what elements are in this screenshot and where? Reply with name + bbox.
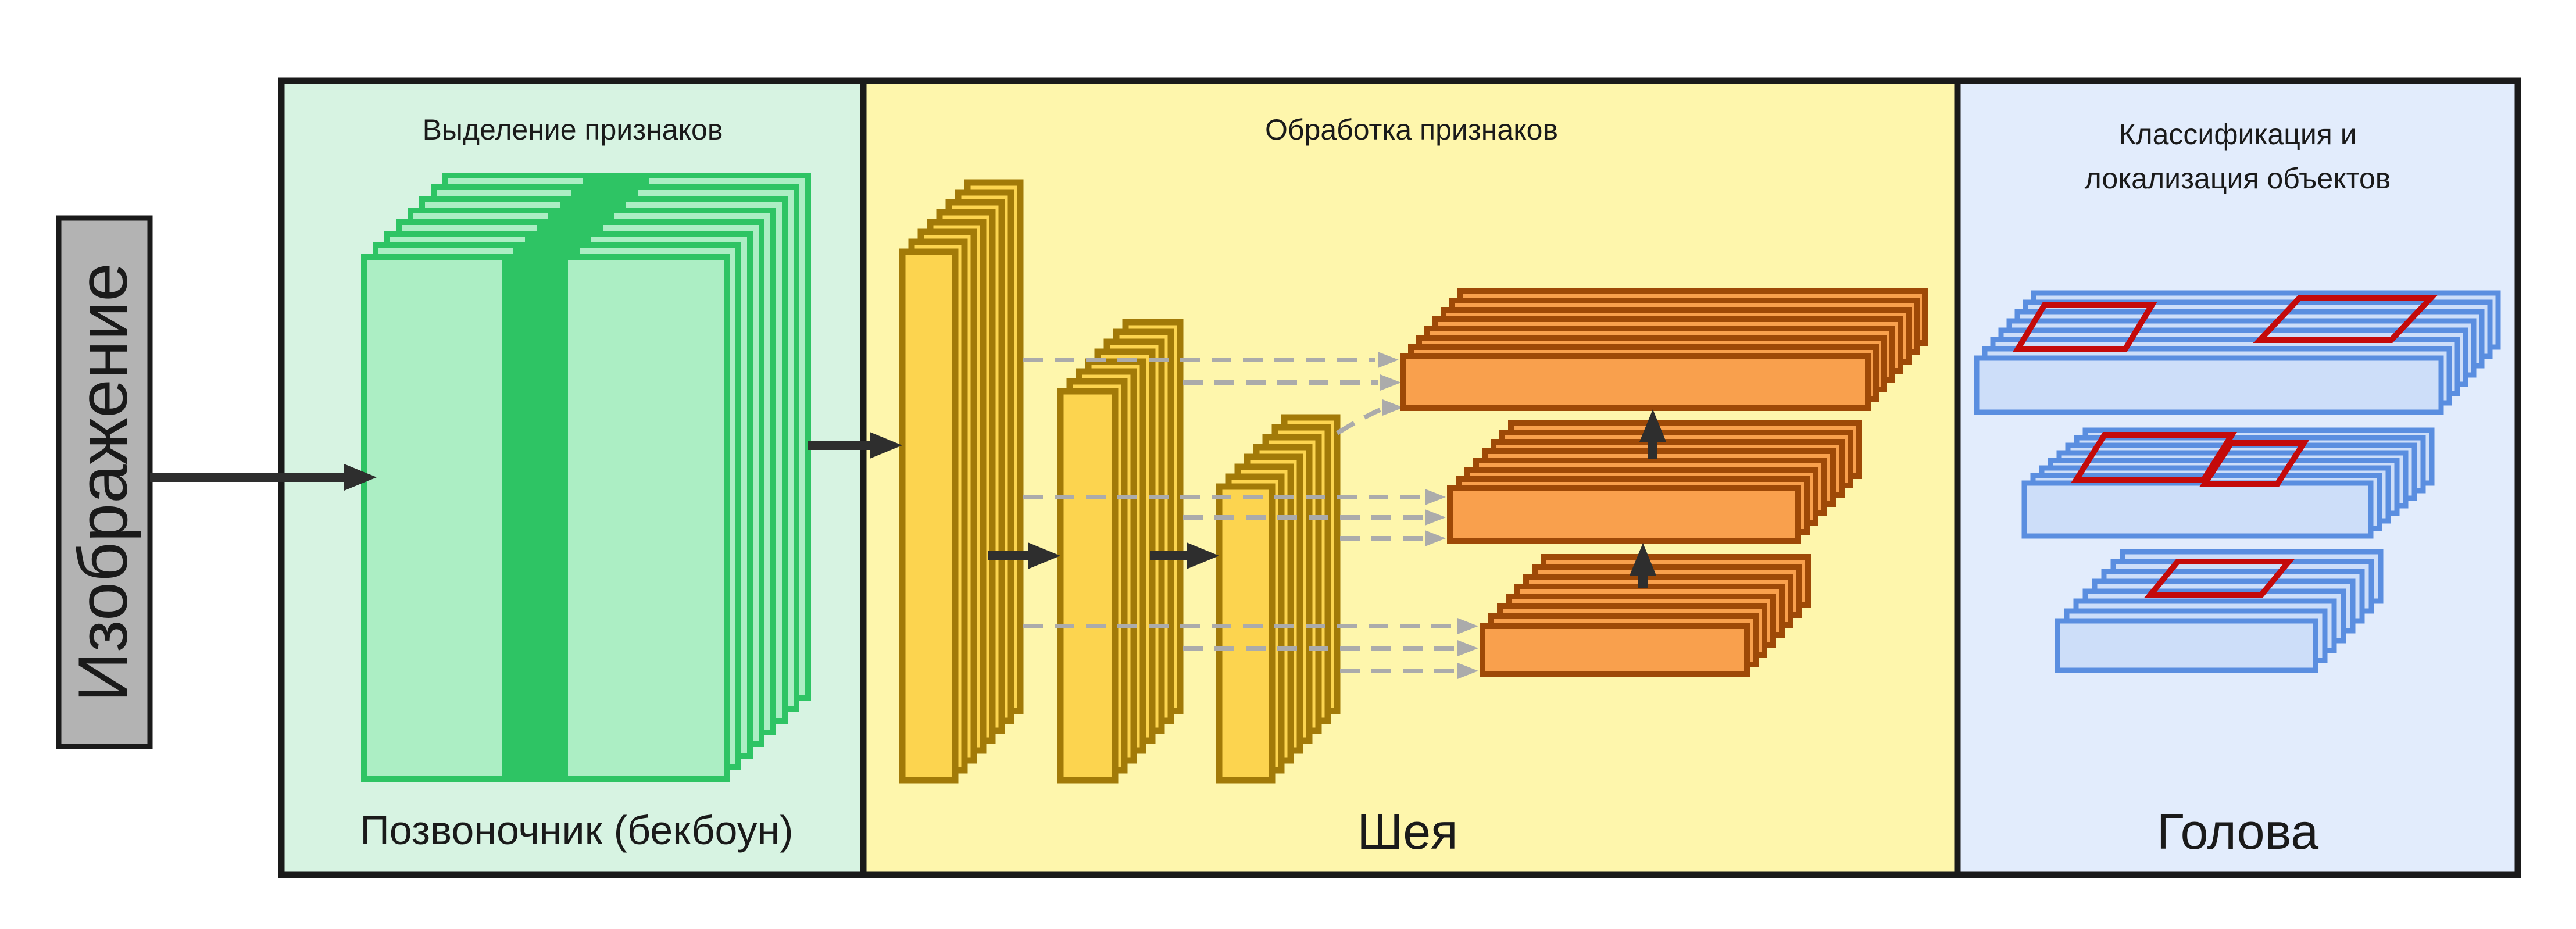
input-to-backbone-arrow: [150, 464, 377, 491]
dashed-arrowhead-icon: [1425, 509, 1446, 526]
neck-upsample-arrow-2: [1630, 543, 1656, 588]
backbone-layer-stripe: [502, 257, 568, 779]
neck-feature-stacks: [899, 179, 1341, 784]
neck-downsample-arrow-2: [1150, 542, 1219, 569]
head-stack-top-layer: [1974, 355, 2444, 415]
input-box-rect: [56, 215, 153, 749]
neck-downsample-arrow-1: [988, 542, 1060, 569]
head-stack-bot-layer: [2055, 618, 2318, 673]
head-feature-stacks: [1974, 290, 2501, 673]
input-box: Изображение: [56, 215, 153, 749]
neck-out-bot-layer: [1480, 623, 1750, 677]
detection-boxes: [2013, 295, 2438, 598]
head-label: Голова: [2157, 804, 2318, 860]
backbone-feature-stack: [361, 173, 811, 782]
dashed-arrowhead-icon: [1457, 663, 1478, 679]
neck-upsample-arrow-1: [1639, 409, 1666, 459]
detection-box-3: [2070, 432, 2238, 483]
detection-box-1: [2013, 302, 2157, 352]
detection-box-4: [2199, 440, 2310, 487]
neck-output-stacks: [1400, 288, 1928, 677]
neck-stack1-layer: [899, 248, 959, 784]
backbone-title: Выделение признаков: [423, 113, 723, 146]
neck-out-top-layer: [1400, 353, 1871, 411]
input-box-label: Изображение: [64, 263, 142, 702]
head-stack-mid-layer: [2021, 480, 2374, 539]
head-title-line2: локализация объектов: [2085, 162, 2391, 195]
skip-connection-dashed-arrows: [1023, 352, 1478, 679]
backbone-label: Позвоночник (бекбоун): [360, 807, 793, 853]
neck-stack2-layer: [1057, 388, 1119, 784]
dashed-connection-line-3: [1335, 408, 1381, 435]
dashed-arrowhead-icon: [1457, 640, 1478, 656]
dashed-arrowhead-icon: [1457, 618, 1478, 634]
dashed-arrowhead-icon: [1425, 489, 1446, 505]
neck-out-mid-layer: [1447, 485, 1801, 544]
dashed-arrowhead-icon: [1425, 530, 1446, 546]
detection-box-2: [2253, 295, 2438, 343]
detection-box-5: [2144, 559, 2295, 598]
neck-stack3-layer: [1216, 483, 1276, 784]
flow-arrows: [150, 409, 1666, 588]
dashed-arrowhead-icon: [1382, 399, 1403, 416]
head-title-line1: Классификация и: [2118, 118, 2356, 151]
neck-title: Обработка признаков: [1265, 113, 1558, 146]
backbone-to-neck-arrow: [808, 432, 902, 459]
neck-label: Шея: [1357, 804, 1457, 860]
dashed-arrowhead-icon: [1380, 374, 1401, 391]
dashed-arrowhead-icon: [1378, 352, 1399, 368]
